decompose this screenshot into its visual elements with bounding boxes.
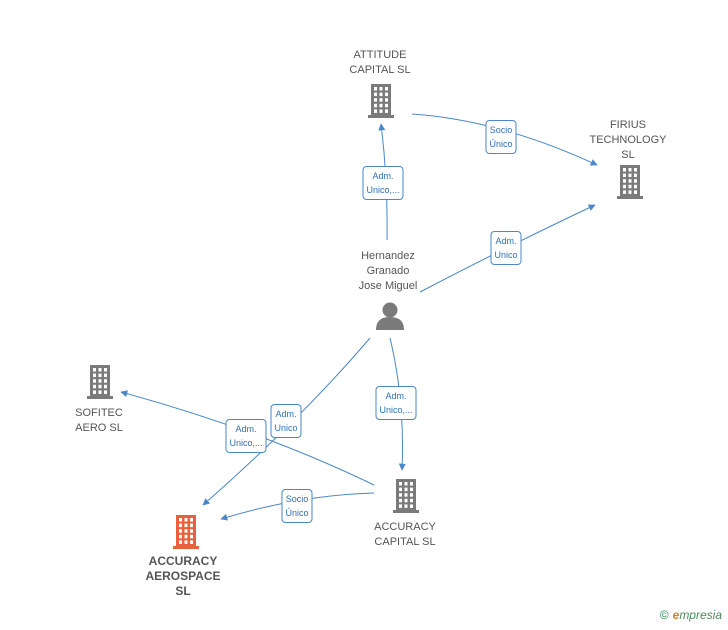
node-label-attitude[interactable]: ATTITUDE CAPITAL SL [349, 49, 411, 76]
edge-label-e7[interactable]: Socio Único [281, 489, 313, 523]
building-icon[interactable] [617, 165, 643, 199]
building-icon[interactable] [368, 84, 394, 118]
edge-label-e2[interactable]: Adm. Unico,... [362, 166, 404, 200]
node-label-sofitec[interactable]: SOFITEC AERO SL [75, 407, 123, 434]
brand-e: e [672, 608, 680, 622]
copyright-symbol: © [659, 608, 669, 622]
edge-label-e3[interactable]: Adm. Unico [490, 231, 522, 265]
node-label-accuracy-capital[interactable]: ACCURACY CAPITAL SL [374, 521, 436, 548]
brand-name: mpresia [679, 608, 722, 622]
node-label-firius[interactable]: FIRIUS TECHNOLOGY SL [589, 119, 667, 161]
edge-label-e6[interactable]: Adm. Unico [270, 404, 302, 438]
edge-label-e1[interactable]: Socio Único [485, 120, 517, 154]
person-icon[interactable] [376, 302, 404, 331]
building-icon[interactable] [173, 515, 199, 549]
edge-label-e5[interactable]: Adm. Unico,... [225, 419, 267, 453]
building-icon[interactable] [393, 479, 419, 513]
edge-label-e4[interactable]: Adm. Unico,... [375, 386, 417, 420]
building-icon[interactable] [87, 365, 113, 399]
node-label-person[interactable]: Hernandez Granado Jose Miguel [358, 250, 418, 292]
empresia-logo: ©empresia [660, 608, 722, 622]
node-label-accuracy-aerospace[interactable]: ACCURACY AEROSPACE SL [145, 554, 221, 598]
